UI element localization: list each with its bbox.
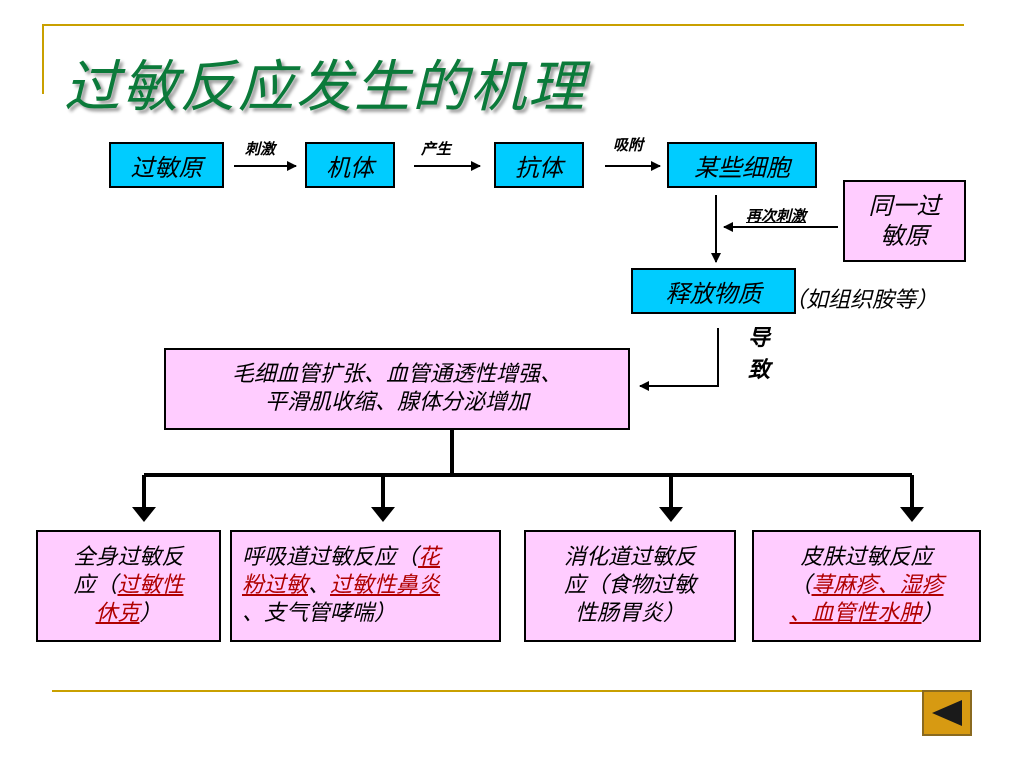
label-cause-1: 导 [748, 325, 771, 351]
box-digestive-reaction: 消化道过敏反 应（食物过敏 性肠胃炎） [524, 530, 736, 642]
link-pollen-2[interactable]: 粉过敏 [242, 573, 309, 598]
box-release: 释放物质 [631, 268, 796, 314]
link-pollen-1[interactable]: 花 [418, 545, 441, 570]
box-cells-text: 某些细胞 [694, 153, 790, 182]
label-restimulate: 再次刺激 [746, 207, 807, 225]
box-effects: 毛细血管扩张、血管通透性增强、 平滑肌收缩、腺体分泌增加 [164, 348, 630, 430]
label-cause-2: 致 [748, 357, 771, 383]
box-body: 机体 [305, 142, 395, 188]
box-skin-reaction: 皮肤过敏反应 （荨麻疹、湿疹 、血管性水肿） [752, 530, 981, 642]
box-cells: 某些细胞 [667, 142, 817, 188]
box-allergen: 过敏原 [109, 142, 224, 188]
back-button[interactable] [922, 690, 972, 736]
digestive-line1: 消化道过敏反 [563, 545, 696, 570]
respiratory-sep: 、 [308, 573, 331, 598]
page-title: 过敏反应发生的机理 [64, 55, 586, 120]
box-body-text: 机体 [326, 153, 374, 182]
top-rule [42, 24, 964, 26]
effects-line1: 毛细血管扩张、血管通透性增强、 [231, 362, 562, 387]
left-rule [42, 24, 44, 94]
box-same-allergen: 同一过 敏原 [843, 180, 966, 262]
systemic-line1: 全身过敏反 [73, 545, 184, 570]
label-stimulate: 刺激 [245, 140, 276, 158]
box-systemic-reaction: 全身过敏反 应（过敏性 休克） [36, 530, 221, 642]
systemic-close: ） [139, 601, 162, 626]
effects-line2: 平滑肌收缩、腺体分泌增加 [264, 390, 529, 415]
release-note: （如组织胺等） [784, 288, 939, 313]
box-allergen-text: 过敏原 [130, 153, 203, 182]
respiratory-line1: 呼吸道过敏反应（ [242, 545, 419, 570]
skin-line1: 皮肤过敏反应 [800, 545, 933, 570]
label-produce: 产生 [421, 140, 452, 158]
box-release-text: 释放物质 [665, 279, 762, 308]
same-allergen-line1: 同一过 [868, 192, 941, 220]
link-rhinitis[interactable]: 过敏性鼻炎 [330, 573, 441, 598]
systemic-open: 应（ [73, 573, 118, 598]
box-antibody-text: 抗体 [515, 153, 563, 182]
link-urticaria-eczema[interactable]: 荨麻疹、湿疹 [811, 573, 944, 598]
label-adsorb: 吸附 [613, 136, 644, 154]
box-antibody: 抗体 [494, 142, 584, 188]
digestive-line2: 应（食物过敏 [563, 573, 696, 598]
box-respiratory-reaction: 呼吸道过敏反应（花 粉过敏、过敏性鼻炎 、支气管哮喘） [230, 530, 501, 642]
digestive-line3: 性肠胃炎） [574, 601, 685, 626]
back-triangle-icon [932, 700, 962, 726]
link-anaphylactic[interactable]: 过敏性 [117, 573, 184, 598]
link-angioedema[interactable]: 、血管性水肿 [789, 601, 922, 626]
same-allergen-line2: 敏原 [880, 222, 929, 250]
bottom-rule [52, 690, 972, 692]
arrow-release-effects [639, 328, 719, 391]
link-shock[interactable]: 休克 [95, 601, 140, 626]
respiratory-line3: 、支气管哮喘） [242, 601, 397, 626]
skin-open: （ [789, 573, 812, 598]
skin-close: ） [921, 601, 944, 626]
